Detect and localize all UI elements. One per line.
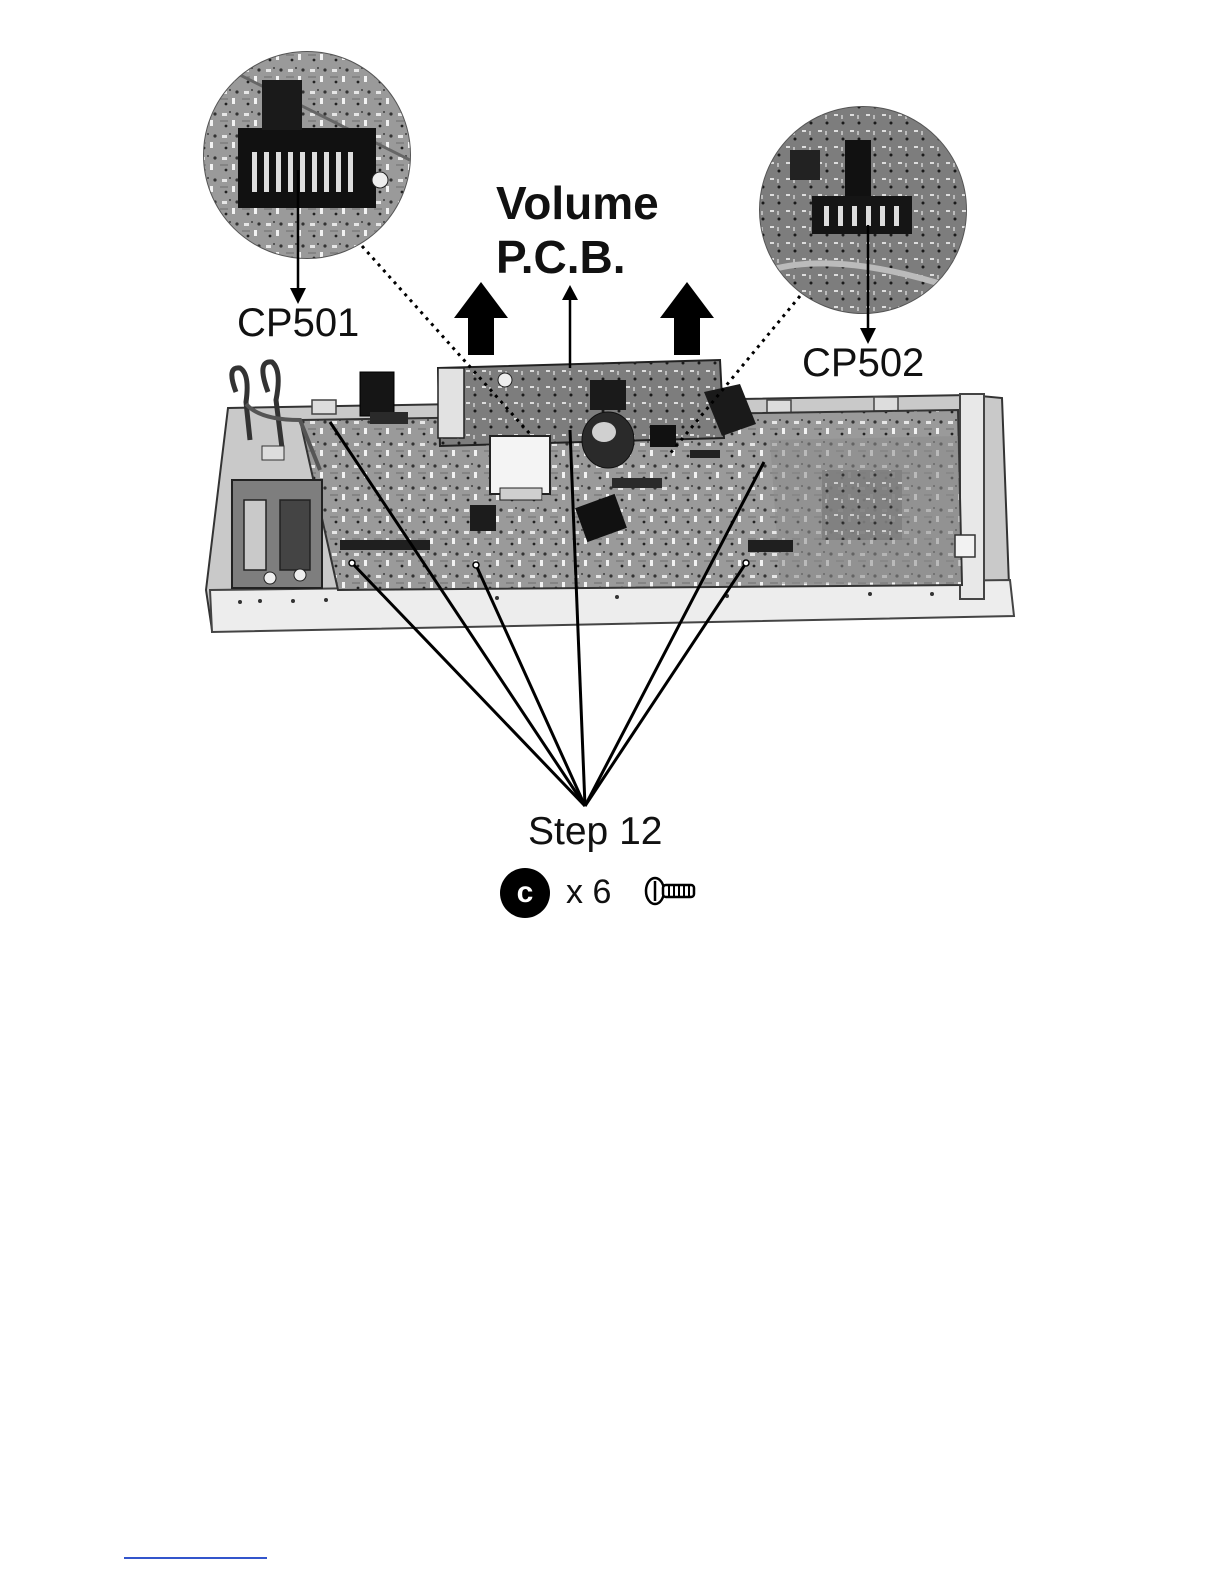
screw-icon [644, 874, 698, 908]
screw-type-badge: c [500, 868, 550, 918]
cp501-label: CP501 [237, 303, 359, 343]
volume-pcb-label-line1: Volume [496, 176, 659, 230]
step-label: Step 12 [528, 812, 662, 851]
screw-count: x 6 [566, 875, 611, 909]
volume-pcb-label-line2: P.C.B. [496, 230, 659, 284]
zoom-detail-cp502 [758, 105, 968, 315]
lift-arrows [454, 282, 714, 368]
footer-rule [124, 1557, 267, 1559]
cp502-label: CP502 [802, 343, 924, 383]
volume-pcb-label: Volume P.C.B. [496, 176, 659, 285]
zoom-detail-cp501 [200, 50, 420, 260]
